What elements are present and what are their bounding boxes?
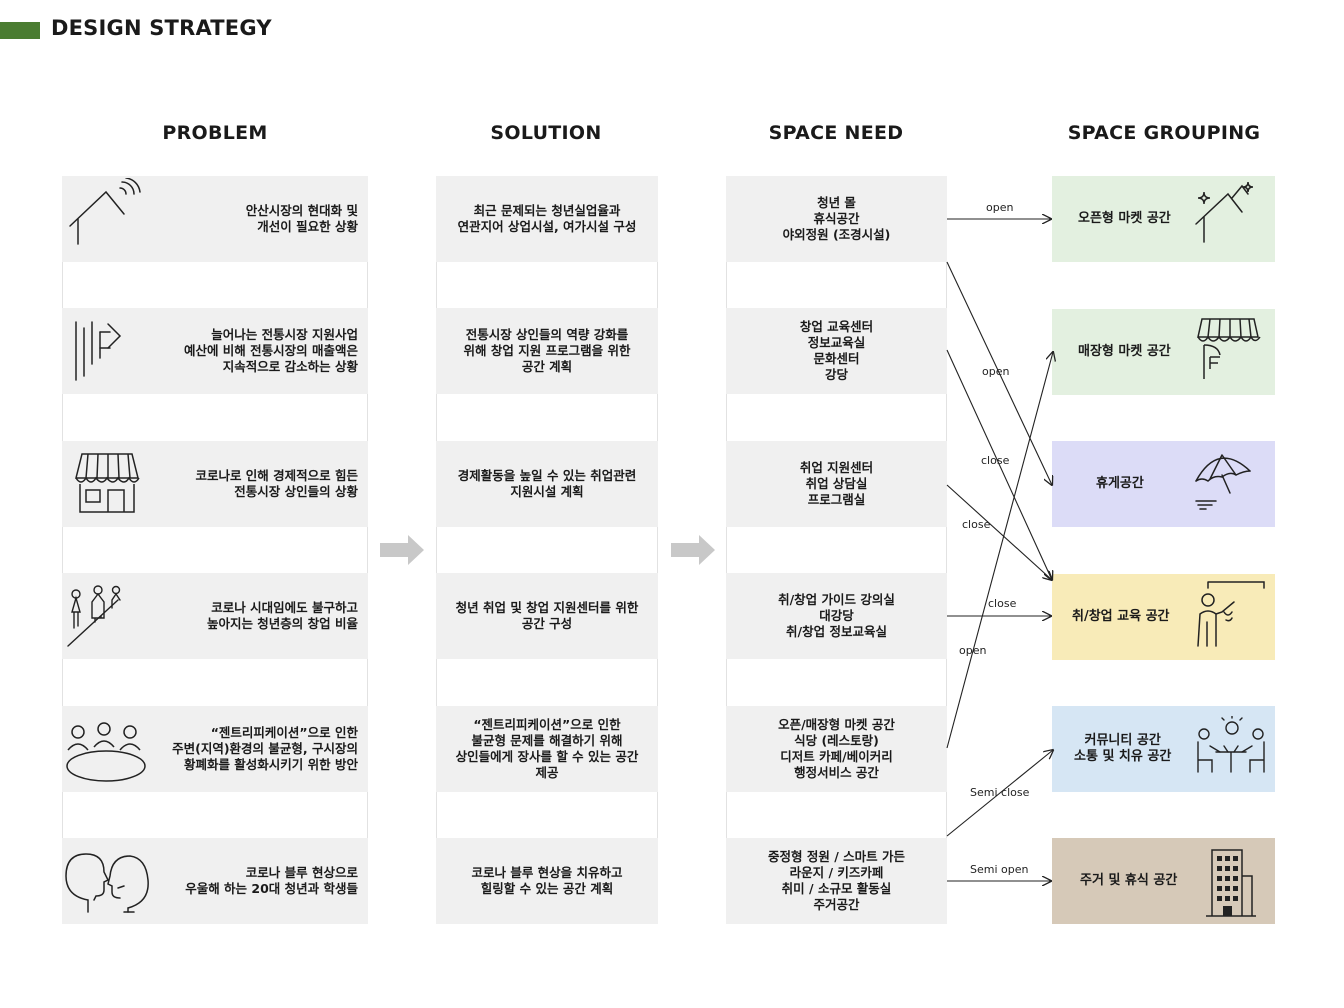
space-group-box: 취/창업 교육 공간 [1052, 574, 1275, 660]
solution-column [436, 176, 658, 924]
space-need-column [726, 176, 947, 924]
problem-cell: 코로나 블루 현상으로 우울해 하는 20대 청년과 학생들 [62, 838, 368, 924]
solution-cell: 전통시장 상인들의 역량 강화를 위해 창업 지원 프로그램을 위한 공간 계획 [436, 308, 658, 394]
connector-label: open [986, 201, 1013, 214]
connector-line [946, 349, 1052, 580]
awning-icon [1197, 318, 1261, 379]
space-need-text: 취/창업 가이드 강의실 대강당 취/창업 정보교육실 [778, 592, 895, 639]
solution-cell: 청년 취업 및 창업 지원센터를 위한 공간 구성 [436, 573, 658, 659]
problem-text: 안산시장의 현대화 및 개선이 필요한 상황 [245, 203, 358, 234]
solution-text: 전통시장 상인들의 역량 강화를 위해 창업 지원 프로그램을 위한 공간 계획 [463, 327, 631, 374]
connector-line [946, 750, 1053, 837]
space-need-cell: 창업 교육센터 정보교육실 문화센터 강당 [726, 308, 947, 394]
space-need-text: 창업 교육센터 정보교육실 문화센터 강당 [799, 319, 874, 382]
presenter-icon [1197, 581, 1265, 647]
problem-text: 코로나 블루 현상으로 우울해 하는 20대 청년과 학생들 [185, 865, 358, 896]
connector-label: close [962, 518, 991, 531]
space-need-cell: 취/창업 가이드 강의실 대강당 취/창업 정보교육실 [726, 573, 947, 659]
two-heads-icon [65, 853, 149, 913]
problem-text: 코로나로 인해 경제적으로 힘든 전통시장 상인들의 상황 [195, 468, 358, 499]
flow-arrow-icon [671, 535, 715, 565]
solution-text: 최근 문제되는 청년실업율과 연관지어 상업시설, 여가시설 구성 [457, 203, 637, 234]
connector-label: close [981, 454, 1010, 467]
roof-icon [69, 178, 141, 245]
connector-label: Semi open [970, 863, 1028, 876]
problem-text: 코로나 시대임에도 불구하고 높아지는 청년층의 창업 비율 [206, 600, 358, 631]
umbrella-icon [1195, 454, 1251, 510]
problem-text: 늘어나는 전통시장 지원사업 예산에 비해 전통시장의 매출액은 지속적으로 감… [183, 327, 358, 374]
problem-cell: 코로나 시대임에도 불구하고 높아지는 청년층의 창업 비율 [62, 573, 368, 659]
decline-graph-icon [75, 321, 122, 381]
connector-label: Semi close [970, 786, 1030, 799]
connector-line [946, 484, 1052, 580]
solution-cell: 코로나 블루 현상을 치유하고 힐링할 수 있는 공간 계획 [436, 838, 658, 924]
space-group-label: 취/창업 교육 공간 [1072, 609, 1170, 624]
page-title: DESIGN STRATEGY [51, 16, 272, 40]
title-accent-bar [0, 22, 40, 39]
space-group-label: 휴게공간 [1096, 476, 1144, 491]
space-need-text: 오픈/매장형 마켓 공간 식당 (레스토랑) 디저트 카페/베이커리 행정서비스… [778, 717, 895, 780]
column-header-space-need: SPACE NEED [768, 122, 904, 144]
connector-label: open [959, 644, 986, 657]
meeting-table-icon [66, 722, 146, 782]
building-icon [1206, 849, 1256, 917]
space-group-label: 커뮤니티 공간 소통 및 치유 공간 [1074, 733, 1172, 764]
space-need-cell: 중정형 정원 / 스마트 가든 라운지 / 키즈카페 취미 / 소규모 활동실 … [726, 838, 947, 924]
space-group-box: 매장형 마켓 공간 [1052, 309, 1275, 395]
space-group-box: 커뮤니티 공간 소통 및 치유 공간 [1052, 706, 1275, 792]
space-need-text: 청년 몰 휴식공간 야외정원 (조경시설) [782, 195, 891, 242]
solution-text: 경제활동을 높일 수 있는 취업관련 지원시설 계획 [457, 468, 637, 499]
solution-text: 청년 취업 및 창업 지원센터를 위한 공간 구성 [455, 600, 639, 631]
space-need-text: 취업 지원센터 취업 상담실 프로그램실 [799, 460, 874, 507]
solution-text: 코로나 블루 현상을 치유하고 힐링할 수 있는 공간 계획 [471, 865, 623, 896]
problem-cell: 늘어나는 전통시장 지원사업 예산에 비해 전통시장의 매출액은 지속적으로 감… [62, 308, 368, 394]
space-group-label: 오픈형 마켓 공간 [1078, 211, 1171, 226]
problem-cell: “젠트리피케이션”으로 인한 주변(지역)환경의 불균형, 구시장의 황폐화를 … [62, 706, 368, 792]
problem-column [62, 176, 368, 924]
space-need-cell: 취업 지원센터 취업 상담실 프로그램실 [726, 441, 947, 527]
column-header-space-grouping: SPACE GROUPING [1067, 122, 1261, 144]
connector-line [946, 352, 1053, 749]
space-group-box: 휴게공간 [1052, 441, 1275, 527]
solution-text: “젠트리피케이션”으로 인한 불균형 문제를 해결하기 위해 상인들에게 장사를… [455, 717, 639, 780]
solution-cell: 경제활동을 높일 수 있는 취업관련 지원시설 계획 [436, 441, 658, 527]
solution-cell: 최근 문제되는 청년실업율과 연관지어 상업시설, 여가시설 구성 [436, 176, 658, 262]
space-group-label: 주거 및 휴식 공간 [1080, 873, 1178, 888]
column-header-problem: PROBLEM [162, 122, 268, 144]
space-group-label: 매장형 마켓 공간 [1078, 344, 1171, 359]
problem-text: “젠트리피케이션”으로 인한 주변(지역)환경의 불균형, 구시장의 황폐화를 … [172, 725, 358, 772]
solution-cell: “젠트리피케이션”으로 인한 불균형 문제를 해결하기 위해 상인들에게 장사를… [436, 706, 658, 792]
flow-arrow-icon [380, 535, 424, 565]
space-group-box: 주거 및 휴식 공간 [1052, 838, 1275, 924]
connector-label: open [982, 365, 1009, 378]
roof-sparkle-icon [1195, 181, 1254, 243]
connector-label: close [988, 597, 1017, 610]
space-need-cell: 청년 몰 휴식공간 야외정원 (조경시설) [726, 176, 947, 262]
space-need-cell: 오픈/매장형 마켓 공간 식당 (레스토랑) 디저트 카페/베이커리 행정서비스… [726, 706, 947, 792]
storefront-icon [75, 453, 140, 513]
column-header-solution: SOLUTION [490, 122, 602, 144]
problem-cell: 안산시장의 현대화 및 개선이 필요한 상황 [62, 176, 368, 262]
people-rising-icon [67, 585, 121, 647]
space-need-text: 중정형 정원 / 스마트 가든 라운지 / 키즈카페 취미 / 소규모 활동실 … [768, 849, 905, 912]
connector-line [946, 261, 1052, 485]
community-table-icon [1197, 716, 1265, 773]
